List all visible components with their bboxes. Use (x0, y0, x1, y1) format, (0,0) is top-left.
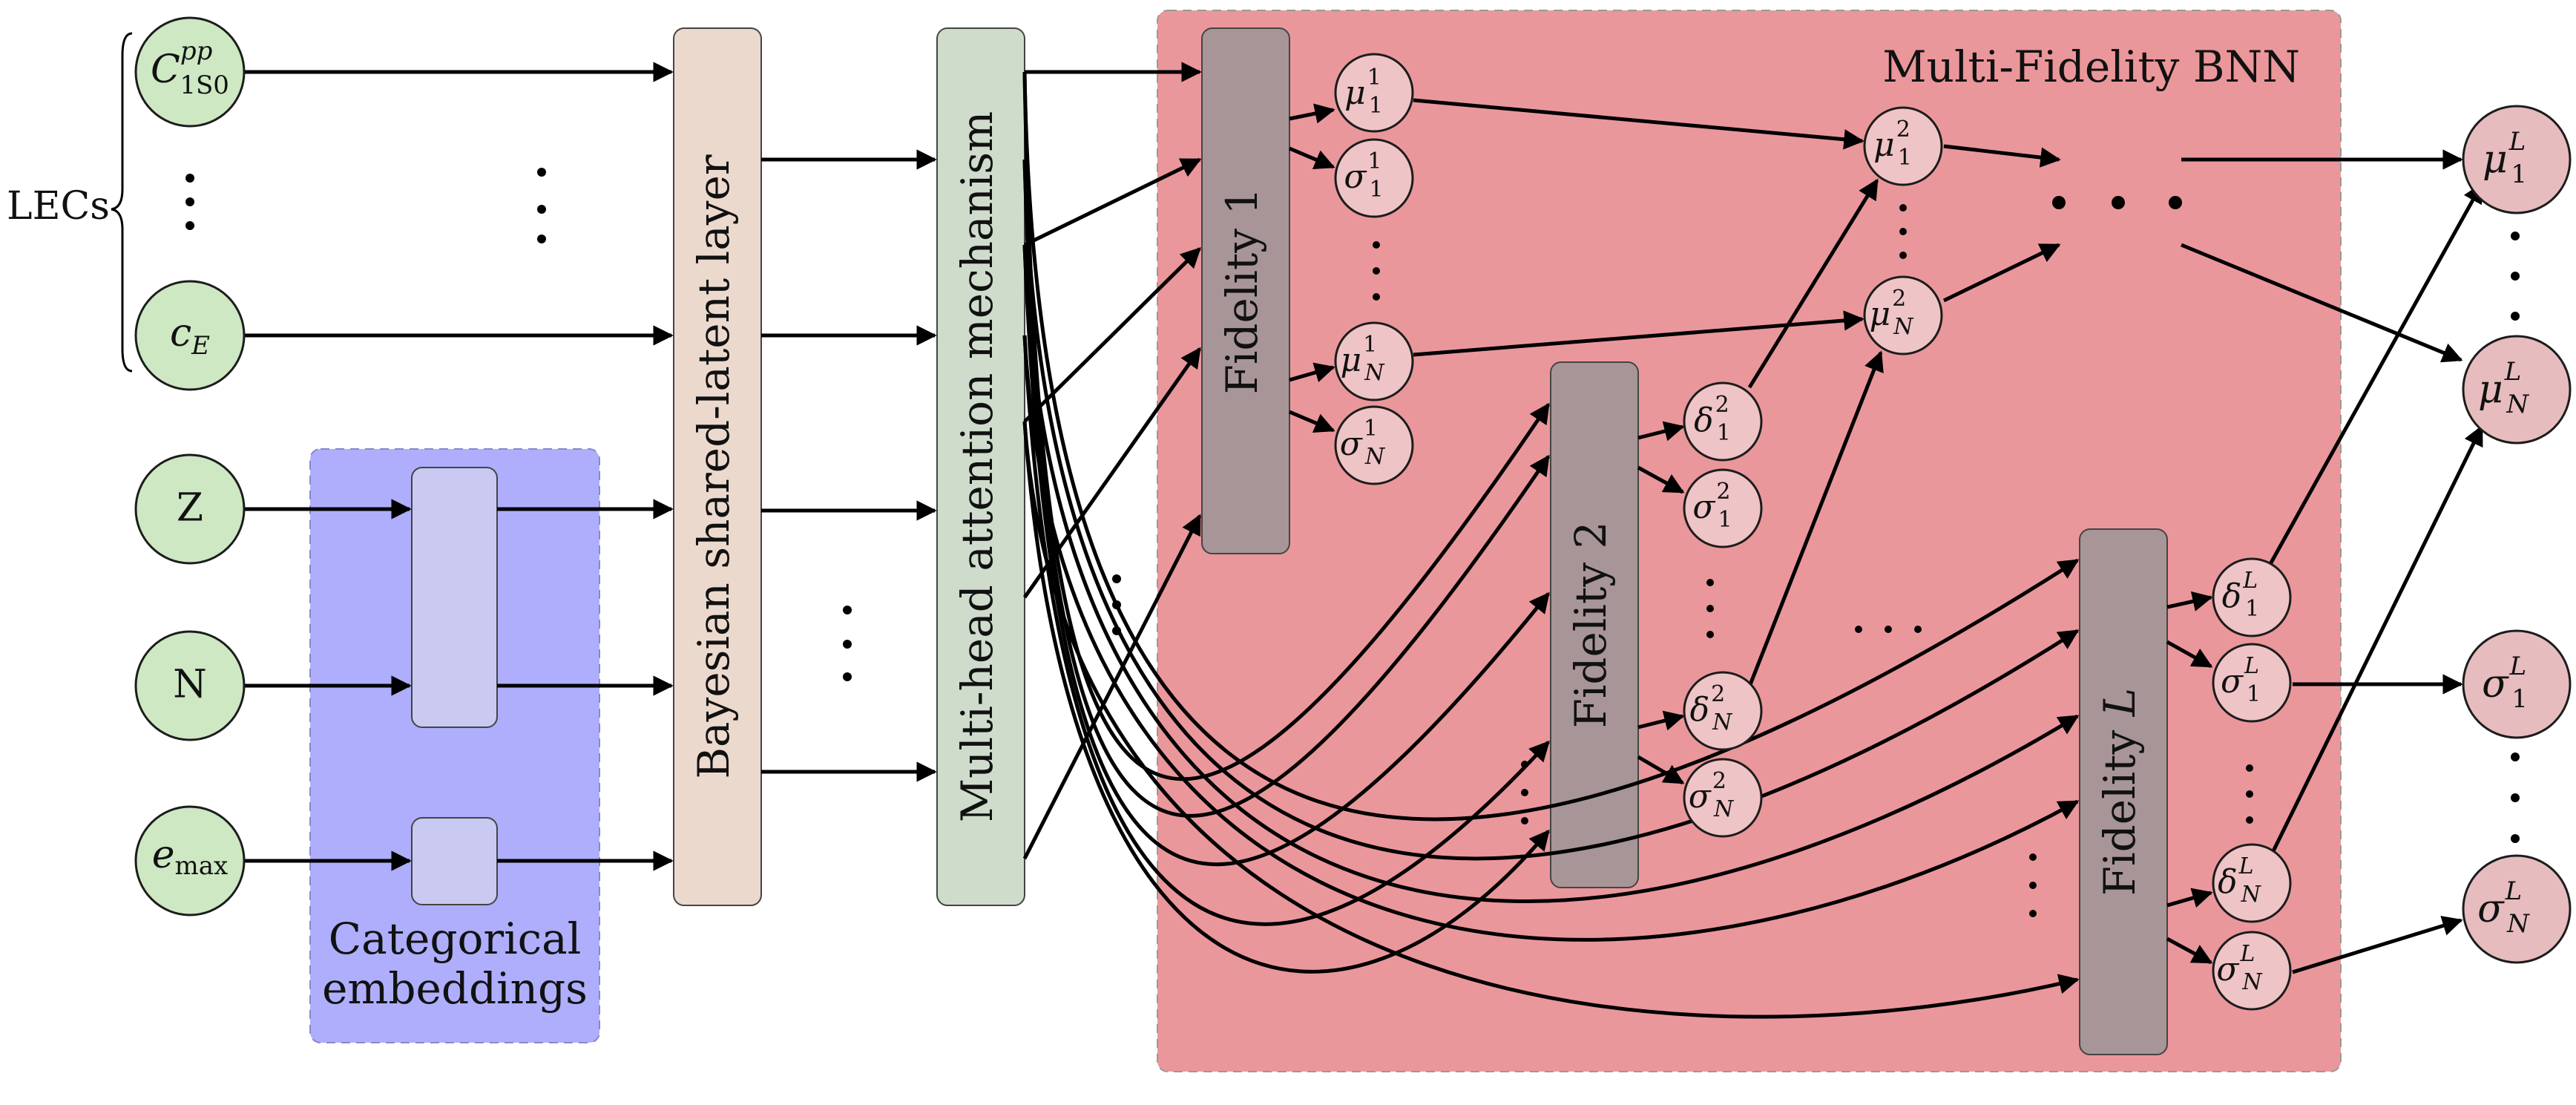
svg-text:δ21: δ21 (1694, 392, 1731, 446)
bnn-title: Multi-Fidelity BNN (1882, 42, 2300, 92)
svg-text:δLN: δLN (2218, 853, 2261, 908)
input-node-emax: emax (134, 805, 246, 917)
svg-text:μ11: μ11 (1344, 65, 1383, 119)
svg-text:σ2N: σ2N (1689, 768, 1735, 822)
svg-text:μ21: μ21 (1873, 117, 1912, 171)
svg-text:μ1N: μ1N (1341, 332, 1386, 386)
categorical-panel (309, 448, 600, 1043)
fidelity-2-bar (1550, 361, 1639, 888)
input-node-ce: cE (134, 280, 246, 391)
attention-label: Multi-head attention mechanism (952, 111, 1002, 822)
svg-text:δ2N: δ2N (1690, 681, 1734, 735)
shared-latent-bar (673, 27, 762, 906)
edges (245, 62, 2484, 1019)
svg-text:σLN: σLN (2216, 941, 2263, 995)
fidelity-2-label: Fidelity 2 (1565, 522, 1616, 729)
categorical-box-bottom (411, 817, 498, 905)
bnn-panel (1157, 10, 2342, 1072)
fidelity-1-bar (1201, 27, 1290, 554)
svg-text:δL1: δL1 (2222, 568, 2260, 622)
categorical-label-line1: Categorical (329, 914, 582, 964)
fidelity-1-label: Fidelity 1 (1217, 188, 1267, 395)
svg-text:Z: Z (177, 486, 203, 531)
categorical-label-line2: embeddings (322, 963, 588, 1014)
svg-text:σL1: σL1 (2482, 652, 2528, 714)
svg-text:cE: cE (170, 311, 210, 361)
lecs-label: LECs (7, 184, 110, 229)
svg-text:μ2N: μ2N (1870, 286, 1915, 340)
lecs-brace (111, 32, 133, 373)
categorical-box-top (411, 467, 498, 728)
svg-text:N: N (173, 663, 207, 707)
input-node-z: Z (134, 453, 246, 565)
svg-text:μL1: μL1 (2483, 127, 2527, 189)
shared-latent-label: Bayesian shared-latent layer (689, 154, 739, 779)
svg-text:σ1N: σ1N (1340, 416, 1386, 470)
attention-bar (936, 27, 1025, 906)
svg-text:σLN: σLN (2477, 876, 2530, 939)
svg-text:μLN: μLN (2478, 357, 2529, 419)
vertical-dots (185, 168, 2520, 917)
svg-text:emax: emax (152, 833, 228, 882)
horizontal-dots (1855, 196, 2182, 633)
fidelity-L-label: Fidelity L (2094, 688, 2145, 896)
fidelity-L-bar (2079, 528, 2168, 1055)
svg-text:σ11: σ11 (1344, 148, 1383, 203)
svg-text:σL1: σL1 (2221, 653, 2261, 707)
svg-text:σ21: σ21 (1692, 479, 1732, 533)
input-node-n: N (134, 630, 246, 741)
